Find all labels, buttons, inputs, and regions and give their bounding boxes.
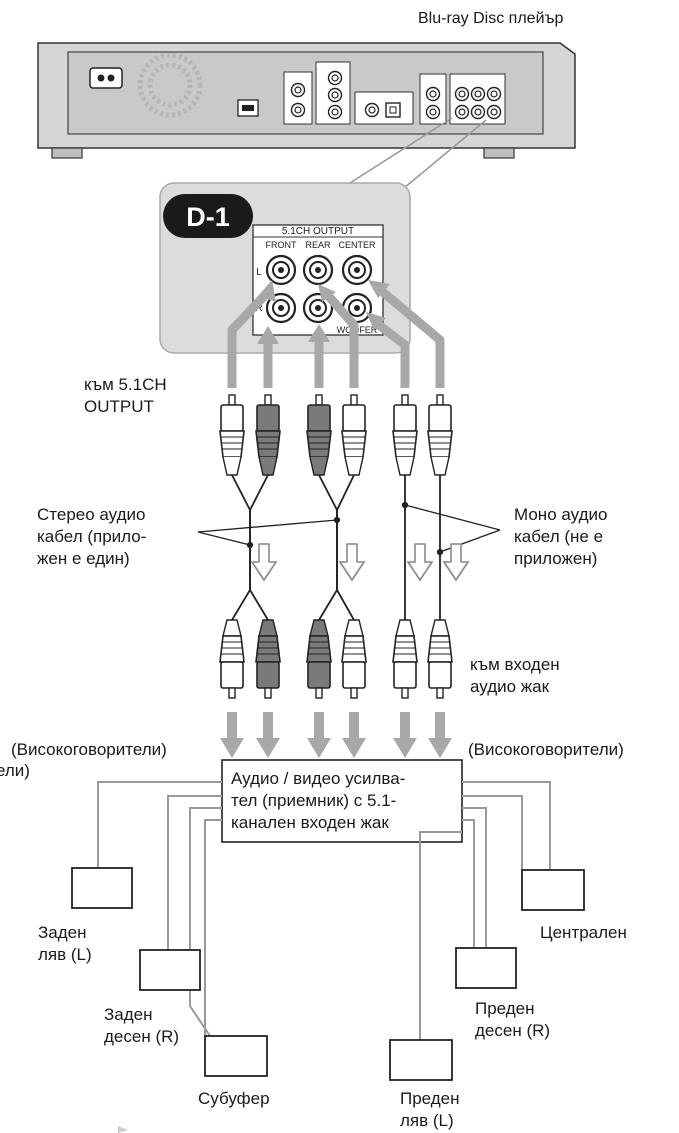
to-output-label: към 5.1CH OUTPUT xyxy=(84,375,167,416)
fan-vent-icon xyxy=(137,52,203,118)
jack-rear-l xyxy=(302,254,334,286)
digital-out-jacks xyxy=(354,91,414,125)
arrows-to-output xyxy=(227,284,445,388)
speaker-front-left xyxy=(389,1039,453,1081)
speaker-center-label: Централен xyxy=(540,923,627,942)
jack-front-r xyxy=(265,292,297,324)
plug-center xyxy=(392,394,418,476)
plug-front-r xyxy=(255,394,281,476)
plugs-bottom xyxy=(219,619,453,699)
speakers-left-label: (Високоговорители) xyxy=(11,740,167,759)
speaker-rear-left xyxy=(71,867,133,909)
plug-rear-r xyxy=(341,394,367,476)
plug-front-l xyxy=(219,394,245,476)
page-mark-icon xyxy=(118,1126,128,1133)
speaker-front-right-label: Преден десен (R) xyxy=(475,999,551,1040)
plug-bottom-front-l xyxy=(219,619,245,699)
jack-center xyxy=(341,254,373,286)
player-5-1ch-output-jacks xyxy=(449,73,506,125)
plug-bottom-woofer xyxy=(427,619,453,699)
speaker-center xyxy=(521,869,585,911)
column-front-label: FRONT xyxy=(266,240,297,250)
player-label: Blu-ray Disc плейър xyxy=(418,10,564,27)
column-rear-label: REAR xyxy=(305,240,331,250)
jack-front-l xyxy=(265,254,297,286)
row-r-label: R xyxy=(255,303,262,314)
hdmi-out-jack xyxy=(237,99,259,117)
panel-title: 5.1CH OUTPUT xyxy=(282,226,354,237)
jack-rear-r xyxy=(302,292,334,324)
mono-cable-label: Моно аудио кабел (не е приложен) xyxy=(514,505,608,568)
hollow-arrow-1 xyxy=(251,543,277,581)
plug-bottom-rear-r xyxy=(341,619,367,699)
plug-rear-l xyxy=(306,394,332,476)
speaker-subwoofer-label: Субуфер xyxy=(198,1089,270,1108)
arrowheads-to-output xyxy=(257,280,390,344)
row-l-label: L xyxy=(256,267,262,278)
hollow-arrow-2 xyxy=(339,543,365,581)
hollow-arrow-3 xyxy=(407,543,433,581)
speaker-rear-right xyxy=(139,949,201,991)
ac-in-jack xyxy=(89,67,123,89)
speaker-front-left-label: Преден ляв (L) xyxy=(400,1089,460,1130)
plug-bottom-center xyxy=(392,619,418,699)
audio-out-jacks xyxy=(419,73,447,125)
speaker-front-right xyxy=(455,947,517,989)
column-center-label: CENTER xyxy=(338,240,376,250)
speaker-rear-right-label: Заден десен (R) xyxy=(104,1005,180,1046)
speakers-right-label: (Високоговорители) xyxy=(468,740,624,759)
component-video-out-jacks xyxy=(315,61,351,125)
speakers xyxy=(71,867,585,1081)
stereo-cable-label: Стерео аудио кабел (прило- жен е един) xyxy=(37,505,147,568)
plug-bottom-front-r xyxy=(255,619,281,699)
cables xyxy=(231,474,441,621)
speaker-wires xyxy=(97,781,551,1040)
zoom-indicator-lines xyxy=(341,117,487,189)
blu-ray-player xyxy=(37,42,576,159)
signal-direction-arrows xyxy=(251,543,469,581)
cable-leader-lines xyxy=(197,501,501,556)
d1-badge-text: D-1 xyxy=(186,202,230,232)
speaker-subwoofer xyxy=(204,1035,268,1077)
to-input-label: към входен аудио жак xyxy=(470,655,560,696)
speaker-rear-left-label: Заден ляв (L) xyxy=(38,923,92,964)
amplifier-box xyxy=(221,759,463,843)
video-out-jacks xyxy=(283,71,313,125)
amplifier-label: Аудио / видео усилва- тел (приемник) с 5… xyxy=(231,769,406,832)
plugs-top xyxy=(219,394,453,476)
plug-woofer xyxy=(427,394,453,476)
arrows-to-amplifier xyxy=(220,712,452,758)
speakers-left-cut-label: ели) xyxy=(0,761,30,780)
plug-bottom-rear-l xyxy=(306,619,332,699)
d1-badge xyxy=(163,194,253,238)
